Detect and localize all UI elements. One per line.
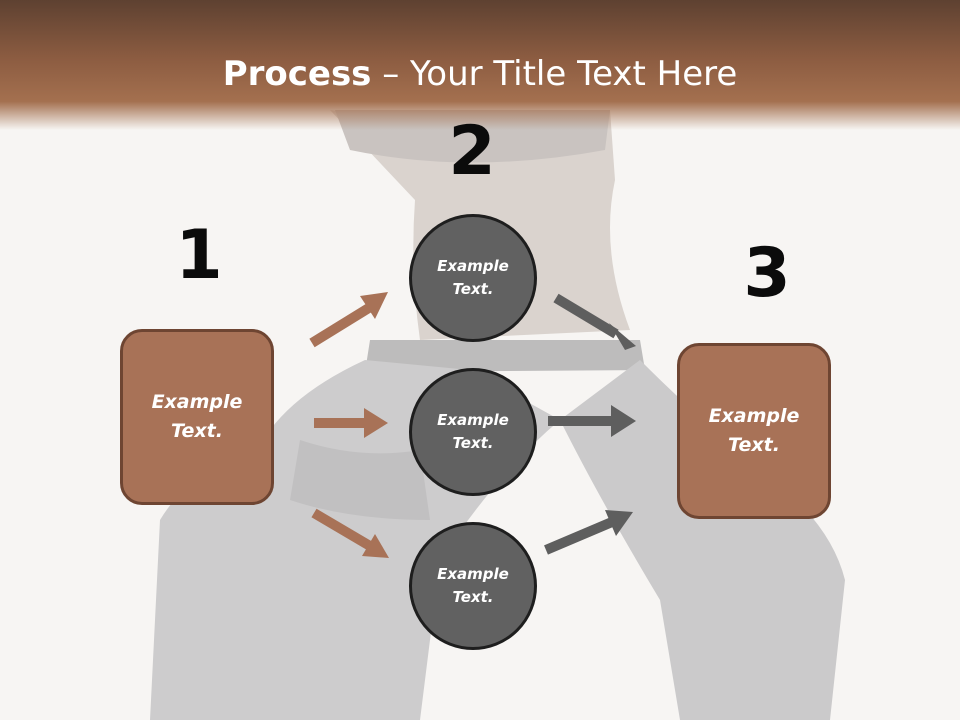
step-number-2: 2	[448, 112, 496, 191]
circle-middle-line2: Text.	[452, 434, 494, 452]
step-1-box-line2: Text.	[171, 420, 223, 442]
arrow-to-middle	[314, 408, 388, 438]
title-rest: – Your Title Text Here	[371, 54, 738, 94]
step-2-circle-middle: Example Text.	[409, 368, 537, 496]
arrow-from-middle	[548, 405, 636, 437]
arrow-to-top	[309, 292, 388, 348]
step-2-circle-bottom: Example Text.	[409, 522, 537, 650]
circle-top-line2: Text.	[452, 280, 494, 298]
arrow-to-bottom	[311, 508, 389, 558]
circle-middle-line1: Example	[437, 411, 509, 429]
step-3-box-line1: Example	[708, 405, 800, 427]
step-1-box: Example Text.	[120, 329, 274, 505]
step-3-box-line2: Text.	[728, 434, 780, 456]
photo-shadow	[290, 440, 430, 520]
step-number-1: 1	[175, 216, 223, 295]
slide-title: Process – Your Title Text Here	[0, 52, 960, 96]
step-number-3: 3	[743, 234, 791, 313]
circle-top-line1: Example	[437, 257, 509, 275]
step-3-box: Example Text.	[677, 343, 831, 519]
circle-bottom-line2: Text.	[452, 588, 494, 606]
arrow-from-bottom	[544, 510, 633, 555]
photo-belt	[365, 340, 645, 372]
step-2-circle-top: Example Text.	[409, 214, 537, 342]
title-bold: Process	[222, 54, 372, 94]
circle-bottom-line1: Example	[437, 565, 509, 583]
photo-jeans-right	[560, 360, 845, 720]
step-1-box-line1: Example	[151, 391, 243, 413]
header-band	[0, 0, 960, 130]
arrow-from-top	[553, 293, 636, 350]
